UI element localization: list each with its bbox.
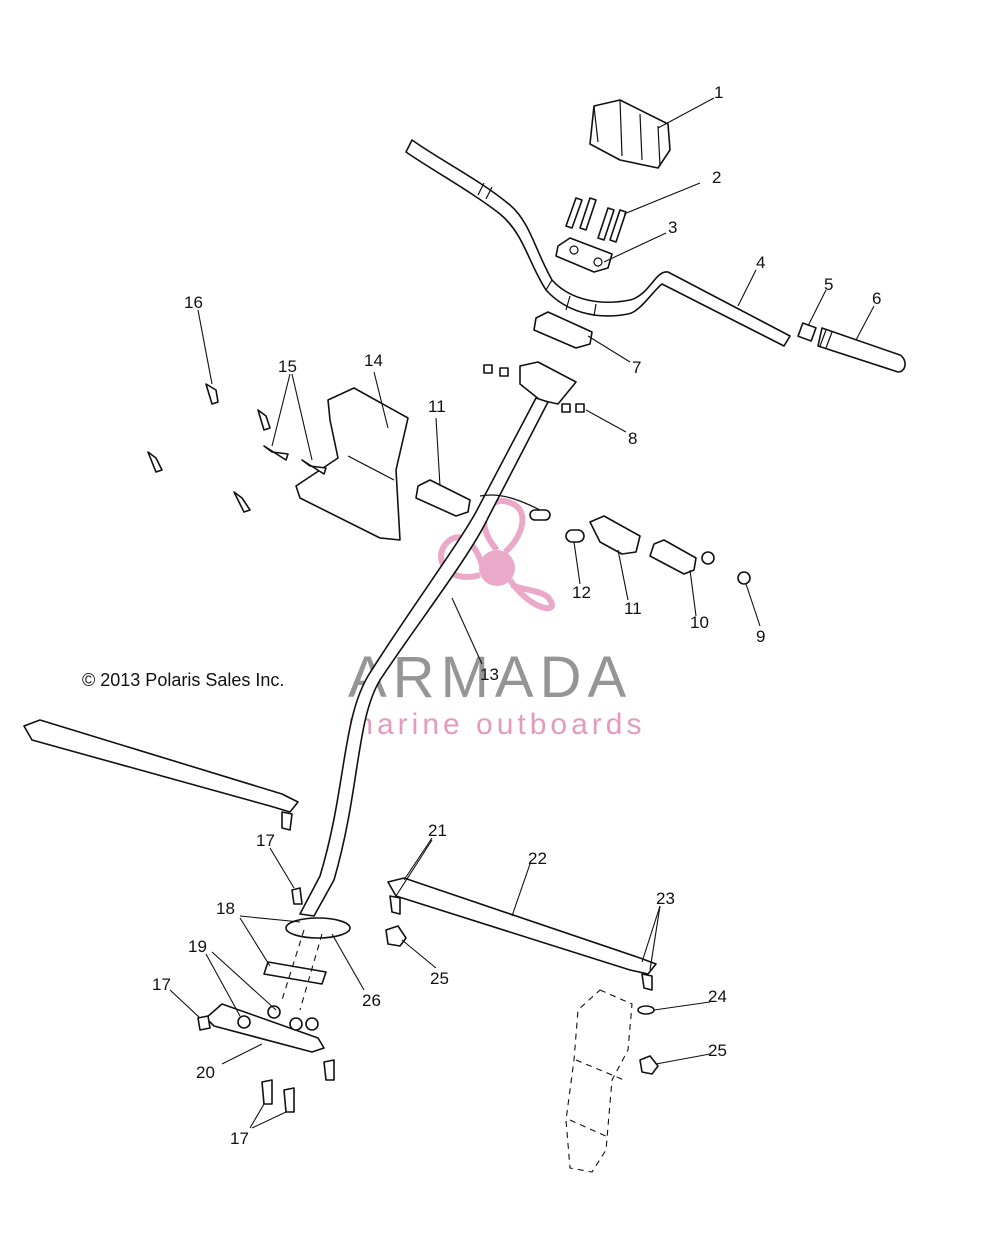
bearing-plate-part — [263, 917, 351, 1011]
copyright-text: © 2013 Polaris Sales Inc. — [82, 670, 284, 690]
callout-3: 3 — [668, 218, 677, 237]
post-clamp-part — [415, 479, 641, 555]
callout-22: 22 — [528, 849, 547, 868]
callout-9: 9 — [756, 627, 765, 646]
upper-clamp-part — [555, 237, 613, 273]
tie-rod-nut-part — [385, 925, 407, 947]
callout-14: 14 — [364, 351, 383, 370]
right-tie-rod-part — [387, 877, 657, 991]
lower-clamp-part — [533, 311, 593, 349]
callout-labels: 1 2 3 4 5 6 7 8 9 10 11 11 12 13 14 15 1… — [152, 83, 881, 1148]
armada-logo: ARMADA marine outboards — [348, 498, 645, 741]
callout-2: 2 — [712, 168, 721, 187]
callout-8: 8 — [628, 429, 637, 448]
callout-13: 13 — [480, 665, 499, 684]
callout-11-upper: 11 — [428, 397, 446, 416]
washer-part — [701, 551, 751, 585]
callout-23: 23 — [656, 889, 675, 908]
callout-7: 7 — [632, 358, 641, 377]
callout-6: 6 — [872, 289, 881, 308]
handlebar-part — [405, 139, 791, 347]
bar-end-plug-part — [797, 322, 817, 342]
bushing-part — [565, 529, 585, 543]
callout-10: 10 — [690, 613, 709, 632]
spindle-outline — [565, 989, 633, 1173]
callout-15: 15 — [278, 357, 297, 376]
grip-part — [817, 327, 906, 373]
spindle-washer-part — [637, 1005, 655, 1015]
callout-25-spindle: 25 — [708, 1041, 727, 1060]
spindle-nut-part — [639, 1055, 659, 1075]
callout-17-bottom: 17 — [230, 1129, 249, 1148]
callout-25-tie-rod: 25 — [430, 969, 449, 988]
link-plate-part — [649, 539, 697, 575]
callout-19: 19 — [188, 937, 207, 956]
callout-12: 12 — [572, 583, 591, 602]
callout-18: 18 — [216, 899, 235, 918]
clamp-bolts-part — [565, 197, 627, 243]
nuts-part — [483, 364, 585, 413]
lower-bolts-part — [197, 887, 335, 1113]
callout-5: 5 — [824, 275, 833, 294]
leader-lines — [169, 97, 875, 1129]
lower-arm-part — [205, 1003, 325, 1053]
steering-post-part — [299, 361, 577, 917]
callout-4: 4 — [756, 253, 765, 272]
callout-17-top: 17 — [256, 831, 275, 850]
callout-17-mid: 17 — [152, 975, 171, 994]
mounting-bracket-part — [295, 387, 409, 541]
callout-11-lower: 11 — [624, 599, 642, 618]
callout-20: 20 — [196, 1063, 215, 1082]
callout-1: 1 — [714, 83, 723, 102]
left-tie-rod-part — [23, 719, 299, 831]
brand-tagline: marine outboards — [348, 708, 645, 741]
bracket-bolts-part — [147, 383, 327, 513]
callout-26: 26 — [362, 991, 381, 1010]
callout-16: 16 — [184, 293, 203, 312]
handlebar-pad-part — [589, 99, 671, 169]
callout-21: 21 — [428, 821, 447, 840]
callout-24: 24 — [708, 987, 727, 1006]
